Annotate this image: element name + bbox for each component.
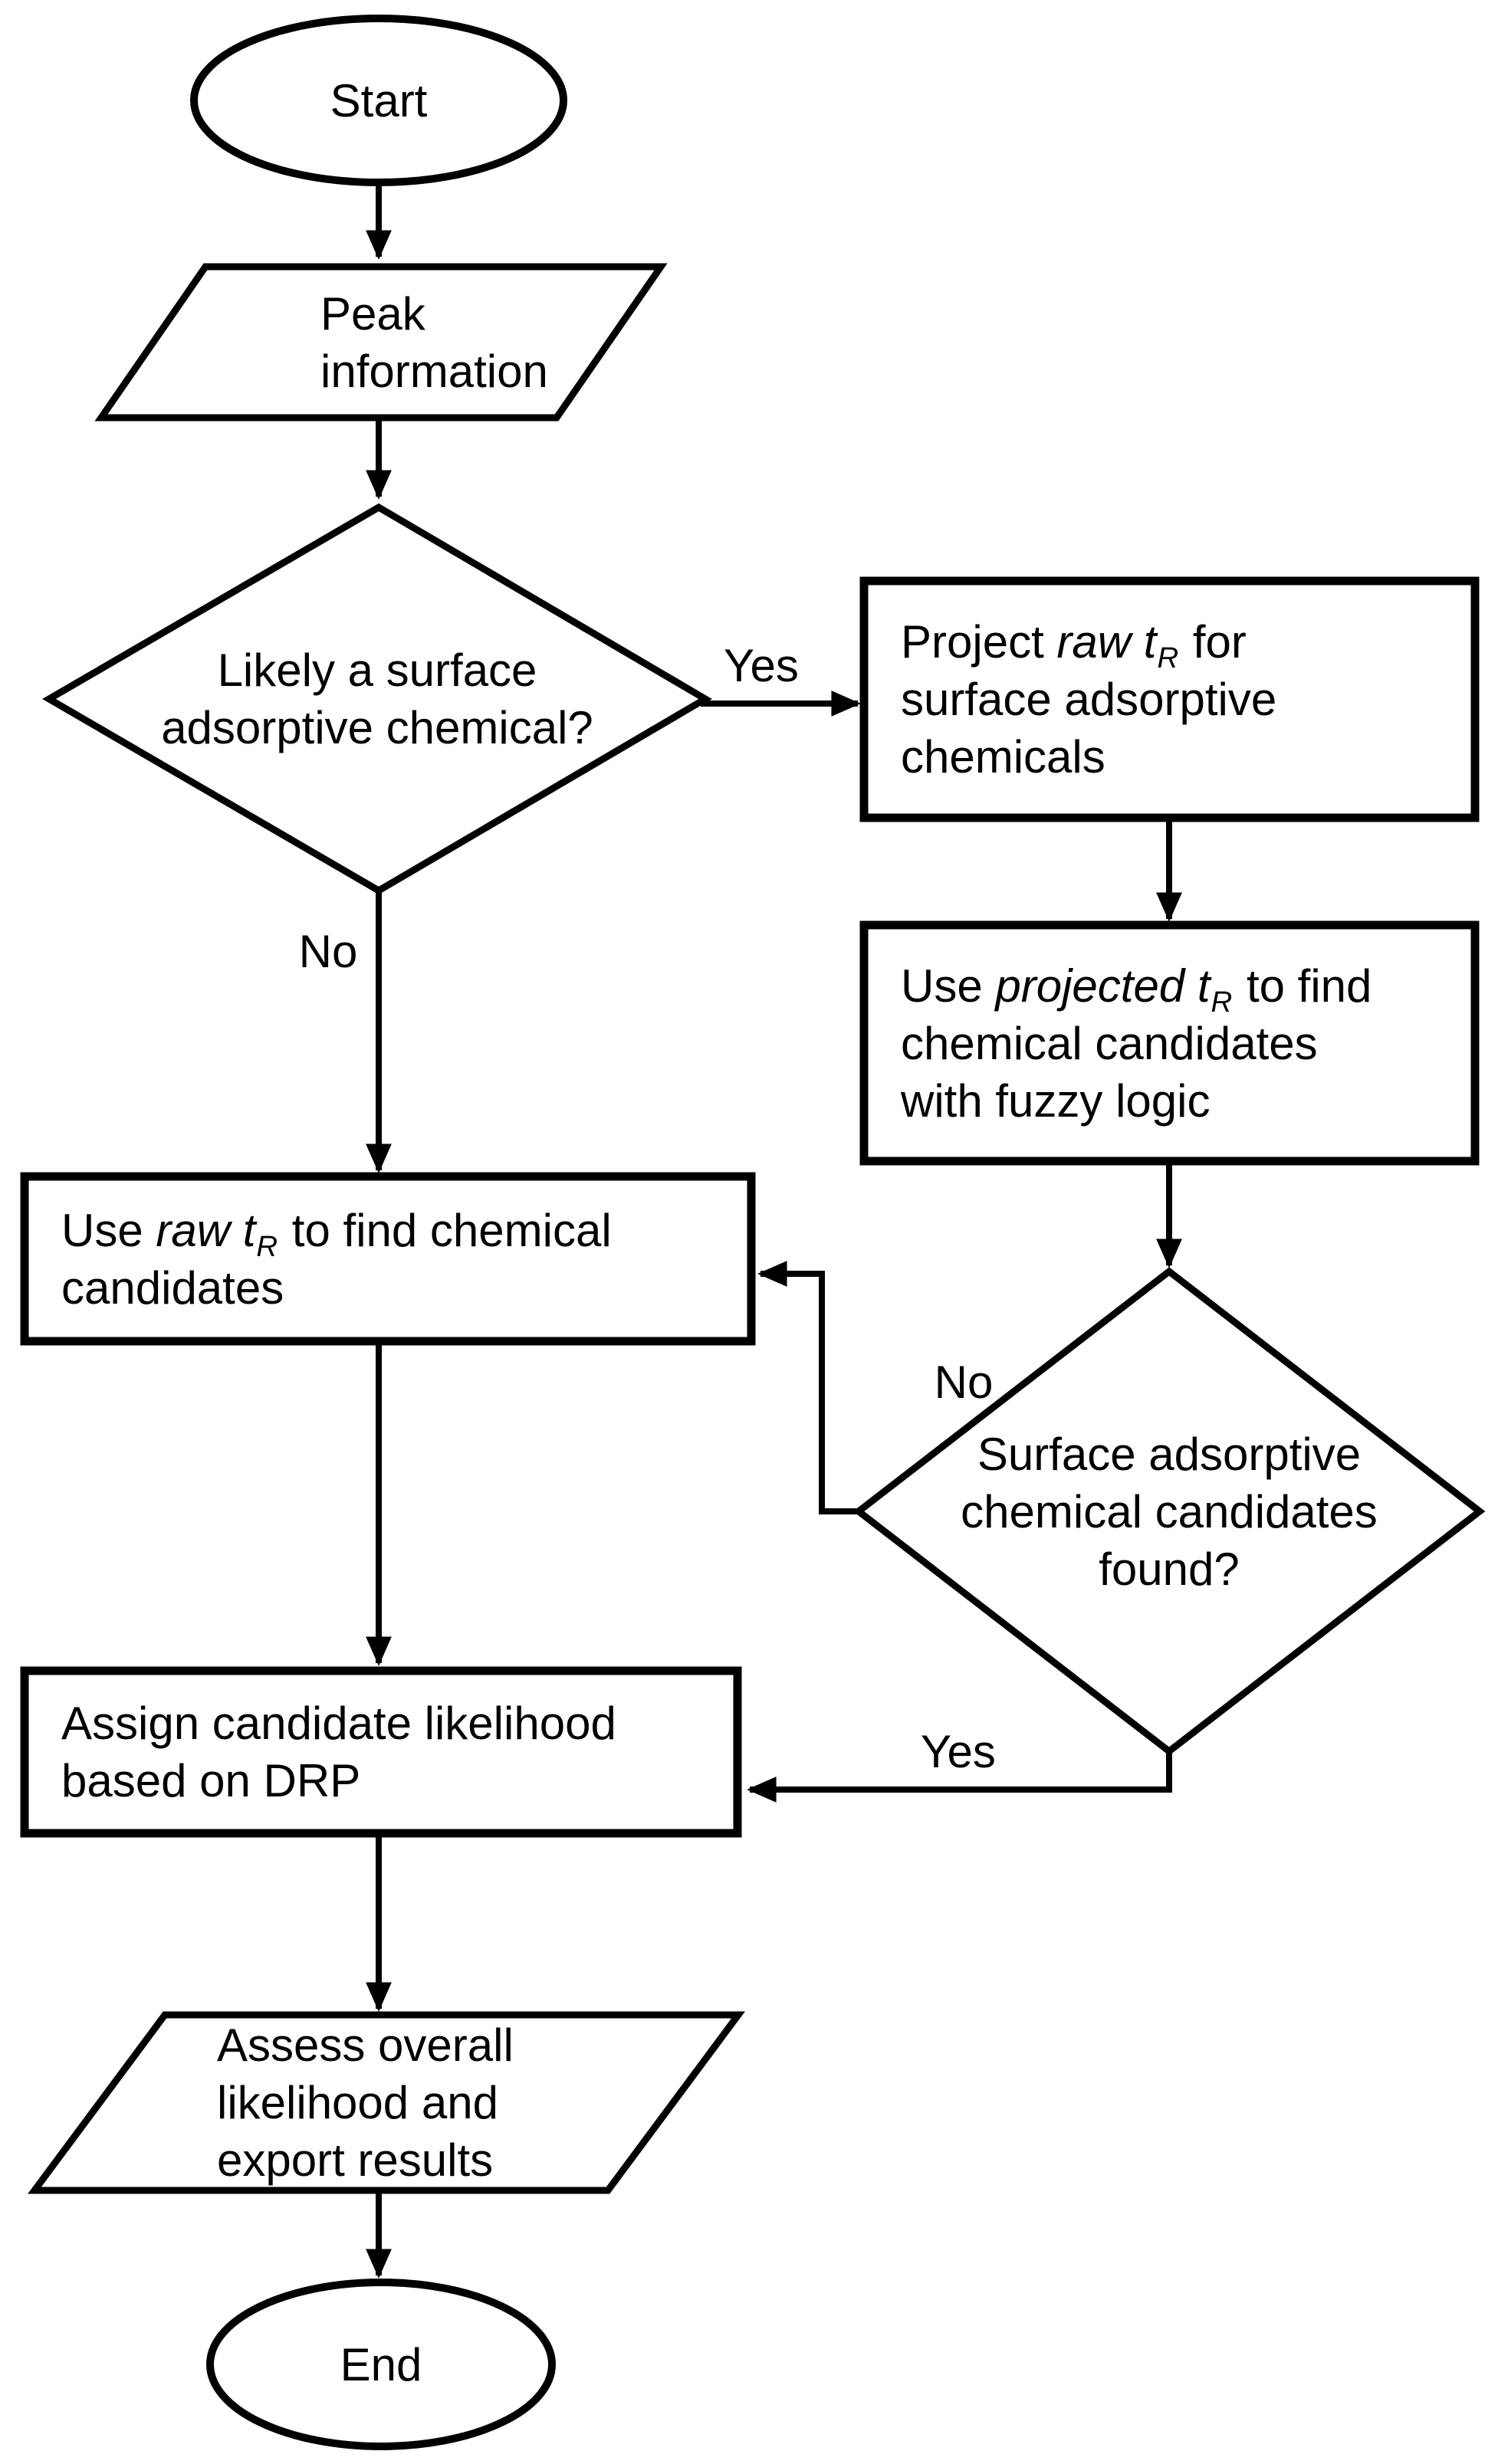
project-raw-tr-process-shape: [859, 576, 1480, 822]
assign-likelihood-process-shape: [20, 1666, 742, 1838]
start-label: Start: [330, 75, 428, 126]
edge-label-yes-1: Yes: [724, 639, 799, 691]
peak-information-io-shape: [94, 263, 668, 422]
edge-label-yes-2: Yes: [921, 1725, 996, 1777]
end-label: End: [340, 2338, 422, 2390]
use-raw-tr-process-shape: [20, 1172, 756, 1346]
start-terminator-shape: [190, 15, 567, 186]
edge-label-no-1: No: [298, 925, 358, 977]
decision-2-shape: [852, 1267, 1486, 1756]
assess-overall-io-shape: [28, 2011, 745, 2194]
edge-decision-2-yes-to-assign-likelihood: [747, 1751, 1172, 1803]
edge-decision-2-no-to-use-raw-tr: [757, 1261, 859, 1514]
decision-1-shape: [42, 503, 712, 895]
end-terminator-shape: [206, 2279, 556, 2450]
edge-label-no-2: No: [934, 1356, 994, 1408]
use-projected-tr-process-shape: [859, 920, 1480, 1166]
